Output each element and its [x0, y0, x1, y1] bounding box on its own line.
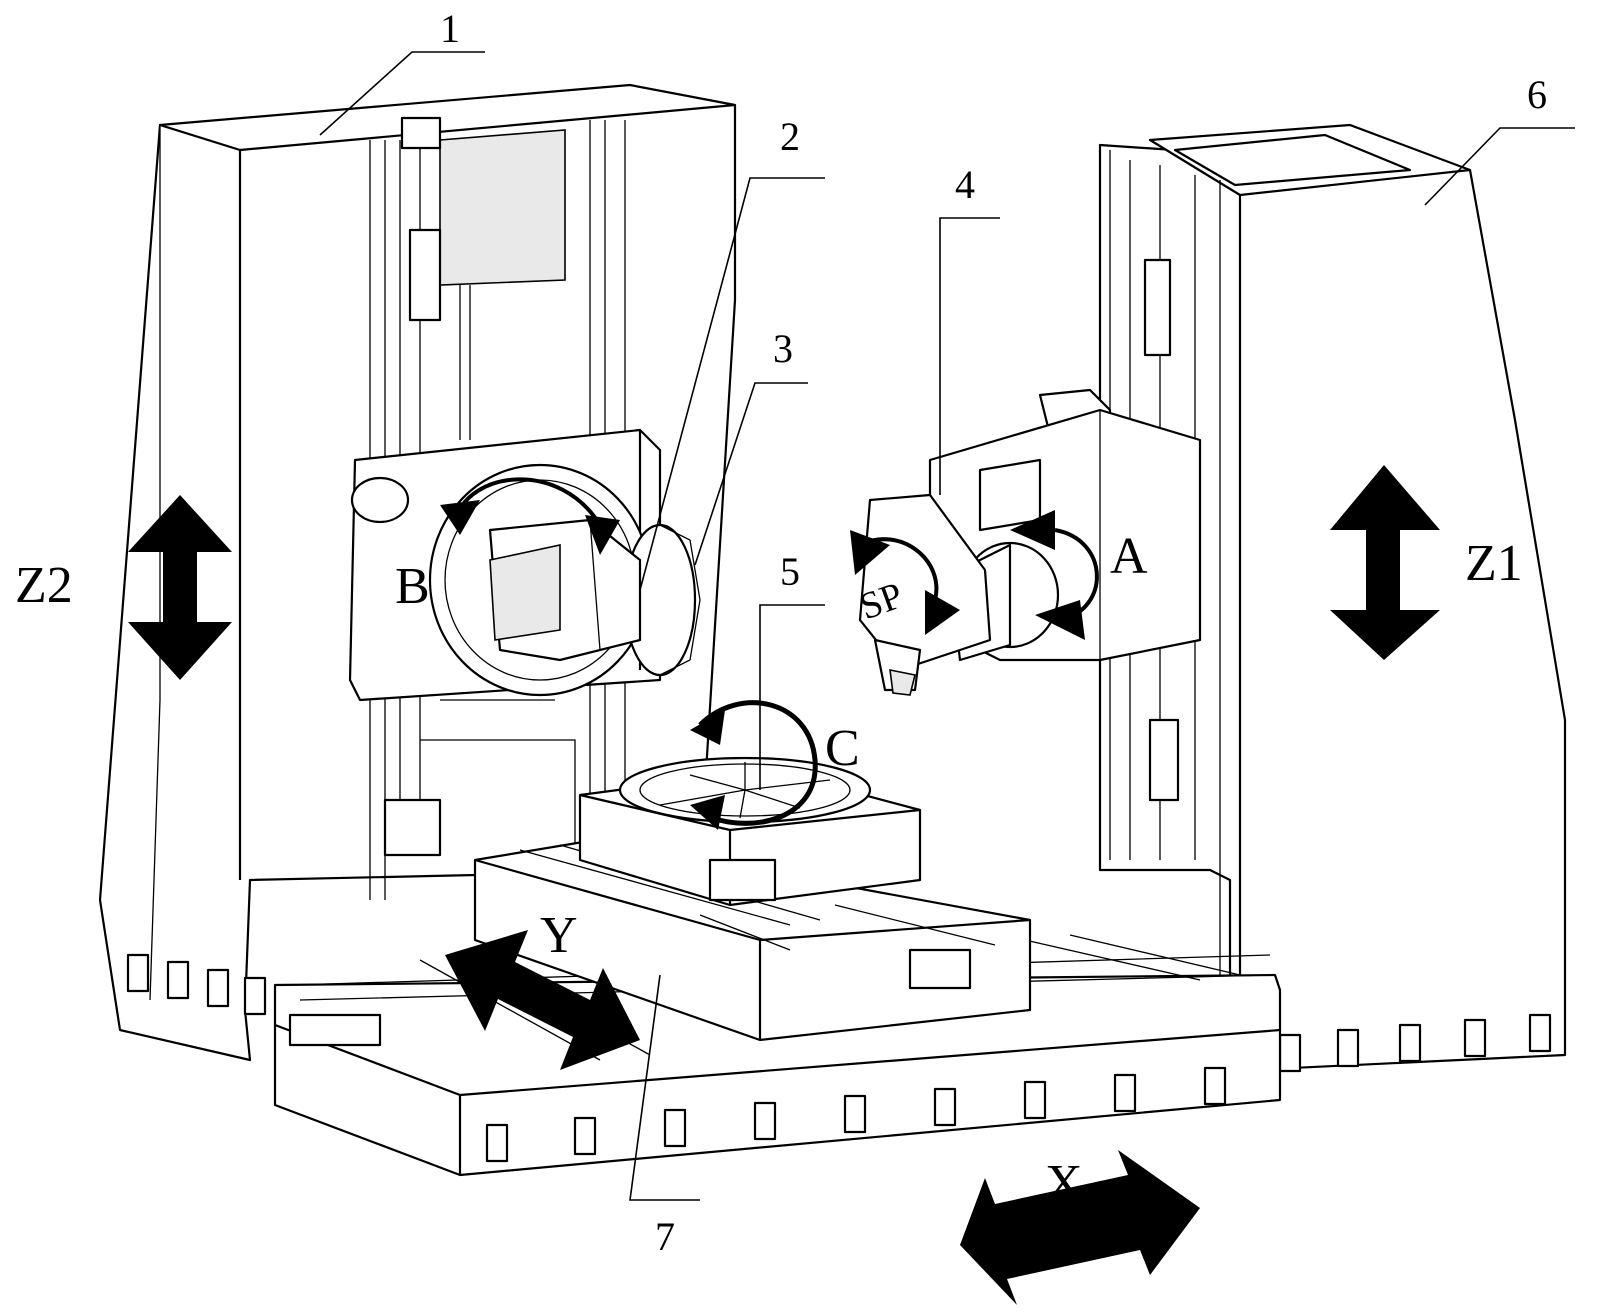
part-label-7: 7	[655, 1214, 675, 1259]
axis-label-b: B	[395, 558, 430, 615]
part-label-5: 5	[780, 549, 800, 594]
x-double-arrow	[960, 1150, 1200, 1305]
c-rotation-arc	[698, 700, 818, 826]
b-rotation-arrowhead-right	[585, 515, 620, 555]
c-rotation-arrowhead-bottom	[690, 795, 725, 830]
leader-lines	[319, 51, 1575, 1201]
head-a-spindle	[858, 388, 1202, 696]
part-label-4: 4	[955, 162, 975, 207]
sp-rotation-arrowhead-top	[850, 530, 890, 575]
a-rotation-arrowhead-bottom	[1035, 600, 1085, 640]
part-label-1: 1	[440, 6, 460, 51]
axis-label-c: C	[825, 720, 860, 777]
a-rotation-arrowhead-top	[1010, 510, 1055, 550]
part-label-3: 3	[773, 326, 793, 371]
z1-double-arrow	[1330, 465, 1440, 660]
part-label-2: 2	[780, 114, 800, 159]
axis-label-z2: Z2	[15, 557, 73, 614]
sp-rotation-arrowhead-bottom	[925, 590, 960, 635]
y-double-arrow	[445, 930, 640, 1070]
axis-label-a: A	[1110, 528, 1148, 585]
part-label-6: 6	[1527, 72, 1547, 117]
c-rotation-arrowhead-top	[690, 710, 725, 745]
b-rotation-arrowhead-left	[440, 500, 480, 535]
axis-label-y: Y	[540, 907, 578, 964]
axis-label-x: X	[1045, 1155, 1083, 1212]
axis-label-z1: Z1	[1465, 535, 1523, 592]
machine-bed	[273, 756, 1282, 1177]
z2-double-arrow	[128, 495, 232, 680]
